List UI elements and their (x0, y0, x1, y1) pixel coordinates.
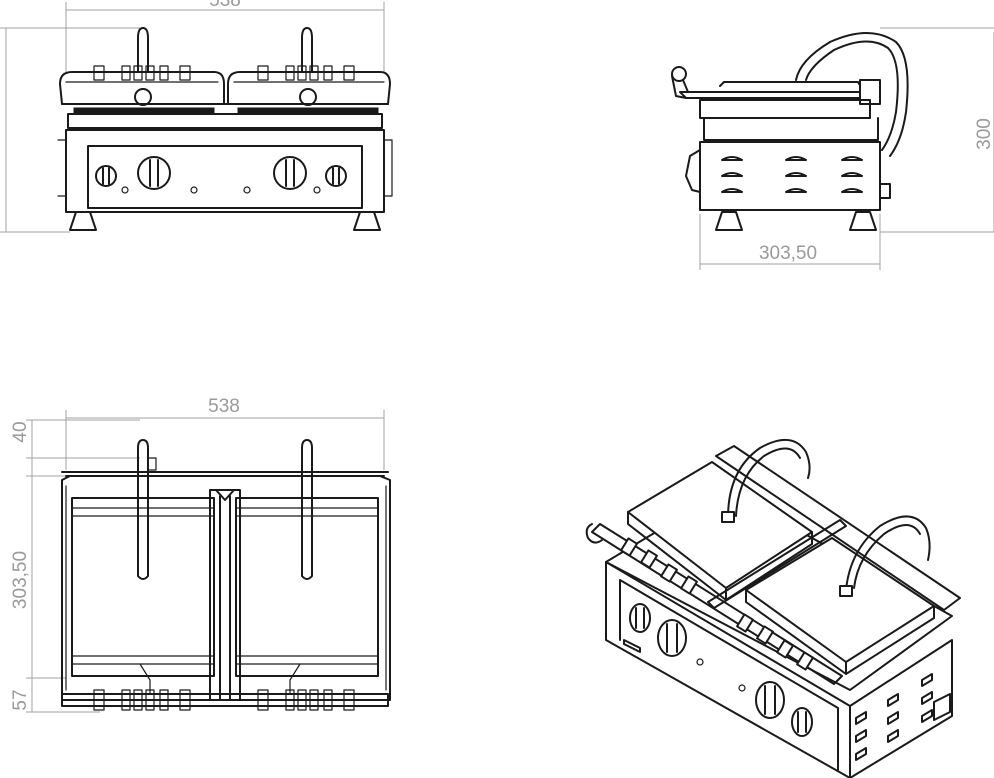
front-left-handle (137, 27, 149, 73)
top-view: 538 40 303,50 57 (10, 396, 391, 713)
front-body (65, 129, 385, 213)
top-vertical-dimensions: 40 303,50 57 (10, 419, 140, 713)
top-outer-frame (61, 475, 391, 701)
iso-side-handle (585, 523, 603, 544)
side-height-dimension: 300 (880, 27, 994, 233)
iso-feet (623, 639, 951, 721)
side-lid (679, 91, 871, 99)
side-height-label: 300 (974, 118, 994, 150)
front-left-small-knob (95, 165, 117, 187)
iso-center-divider (707, 519, 847, 609)
front-right-big-knob (273, 156, 307, 190)
top-front-label: 57 (10, 689, 31, 710)
front-width-label: 538 (209, 0, 241, 11)
front-left-lid (59, 71, 225, 105)
front-right-lid (227, 71, 391, 105)
front-left-lid-knob (134, 88, 152, 106)
top-right-plate (235, 497, 379, 677)
top-front-hinge-bar (61, 693, 389, 707)
iso-left-hose (727, 439, 811, 519)
front-height-extension (0, 27, 140, 233)
side-vent-slots (721, 156, 863, 193)
side-depth-label: 303,50 (759, 243, 817, 264)
front-width-dimension: 538 (65, 0, 385, 72)
front-hinge-rollers (93, 65, 355, 81)
side-front-handle (671, 66, 687, 82)
front-control-panel (87, 145, 363, 209)
front-right-handle (301, 27, 313, 73)
side-front-foot (715, 211, 743, 231)
front-right-grill-plate (237, 107, 379, 114)
side-depth-dimension: 303,50 (699, 214, 881, 270)
iso-back-rail (715, 445, 961, 611)
top-hinge-rollers (93, 689, 355, 711)
side-hose (795, 32, 909, 157)
iso-side-vents (855, 673, 933, 761)
iso-front-knobs (629, 603, 813, 737)
top-left-handle (137, 439, 149, 580)
isometric-view (585, 439, 961, 778)
top-width-dimension: 538 (65, 396, 385, 470)
top-center-divider (209, 489, 241, 701)
top-width-label: 538 (208, 396, 240, 417)
top-depth-label: 303,50 (10, 551, 31, 609)
front-left-grill-plate (73, 107, 215, 114)
front-right-foot (353, 211, 381, 231)
iso-front-hinge-bar (591, 523, 843, 685)
top-right-handle (301, 439, 313, 580)
front-left-foot (69, 211, 97, 231)
top-left-plate (71, 497, 215, 677)
front-right-lid-knob (299, 88, 317, 106)
front-right-small-knob (325, 165, 347, 187)
front-left-big-knob (137, 156, 171, 190)
side-rear-foot (849, 211, 877, 231)
top-back-label: 40 (10, 421, 31, 442)
side-front-knob (685, 149, 701, 193)
iso-right-hose (845, 515, 931, 591)
iso-hinge-rollers (620, 537, 814, 671)
front-view: 538 (0, 0, 393, 233)
side-rear-connector (879, 183, 891, 199)
side-view: 300 303,50 (671, 27, 994, 270)
